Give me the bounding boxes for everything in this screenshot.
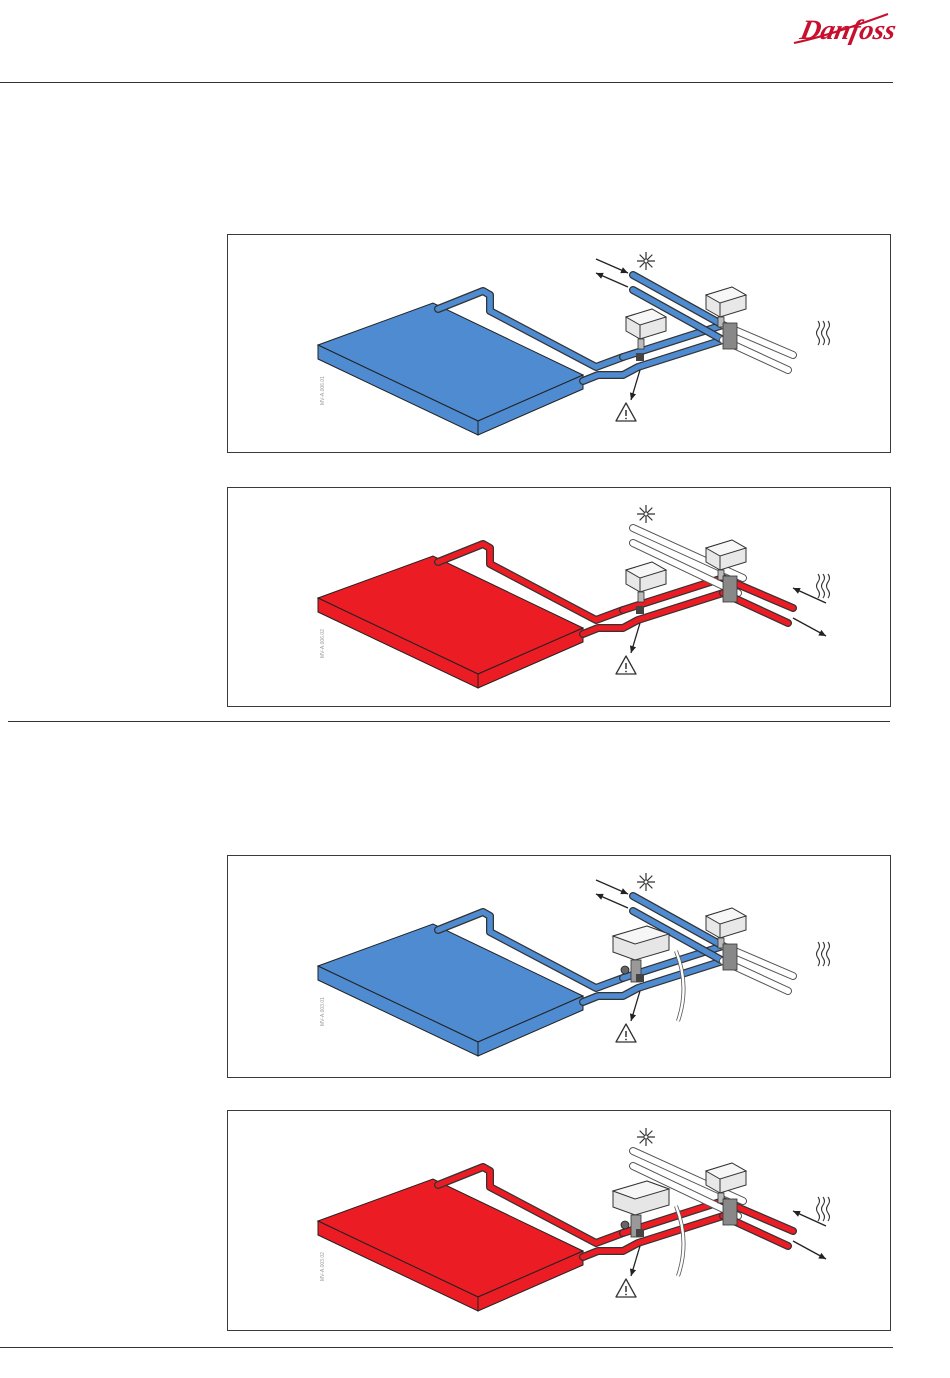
- heat-waves-icon: [817, 942, 830, 966]
- radiant-panel: [318, 303, 583, 435]
- valve-handle: [636, 353, 644, 361]
- change-over-valve: [723, 944, 737, 970]
- valve-handle: [636, 606, 644, 614]
- footer-rule: [0, 1347, 893, 1348]
- section-divider: [8, 721, 890, 722]
- snowflake-icon: [637, 505, 655, 523]
- svg-text:Danfoss: Danfoss: [797, 15, 896, 46]
- snowflake-icon: [637, 252, 655, 270]
- heat-waves-icon: [817, 321, 830, 345]
- figure-heating-tall-valve: MV-A.003.02: [227, 1110, 891, 1331]
- figure-cooling-standard-valve: MV-A.006.01: [227, 234, 891, 453]
- figure-code: MV-A.003.02: [320, 1252, 326, 1281]
- figure-heating-standard-valve: MV-A.006.02: [227, 487, 891, 707]
- header-rule: [0, 82, 893, 83]
- figure-code: MV-A.003.01: [320, 997, 326, 1026]
- change-over-valve: [723, 323, 737, 349]
- control-valve-actuator: [613, 1181, 669, 1237]
- control-valve-actuator: [613, 926, 669, 982]
- radiant-panel: [318, 1179, 583, 1311]
- radiant-panel: [318, 924, 583, 1056]
- change-over-valve: [723, 576, 737, 602]
- figure-code: MV-A.006.01: [320, 376, 326, 405]
- heat-waves-icon: [817, 1197, 830, 1221]
- valve-handle: [636, 974, 644, 982]
- snowflake-icon: [637, 873, 655, 891]
- figure-cooling-tall-valve: MV-A.003.01: [227, 855, 891, 1078]
- figure-code: MV-A.006.02: [320, 629, 326, 658]
- snowflake-icon: [637, 1128, 655, 1146]
- warning-icon: [616, 1024, 636, 1042]
- heat-waves-icon: [817, 574, 830, 598]
- warning-icon: [616, 656, 636, 674]
- warning-icon: [616, 1279, 636, 1297]
- change-over-valve: [723, 1199, 737, 1225]
- danfoss-logo: Danfoss: [788, 6, 896, 50]
- radiant-panel: [318, 556, 583, 688]
- warning-icon: [616, 403, 636, 421]
- valve-handle: [636, 1229, 644, 1237]
